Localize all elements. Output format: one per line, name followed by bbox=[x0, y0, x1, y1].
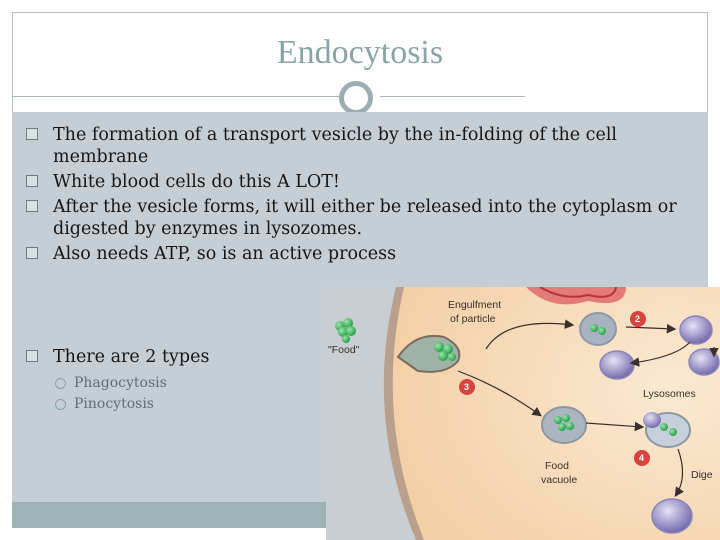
square-bullet-icon bbox=[26, 350, 38, 362]
lysosome-top bbox=[679, 315, 713, 345]
sub-bullet-item: Phagocytosis bbox=[52, 373, 167, 394]
slide-title: Endocytosis bbox=[276, 34, 444, 71]
label-food: "Food" bbox=[328, 344, 360, 356]
square-bullet-icon bbox=[26, 247, 38, 259]
label-of-particle: of particle bbox=[450, 313, 496, 325]
food-vacuole bbox=[541, 406, 587, 444]
bullet-text: White blood cells do this A LOT! bbox=[53, 172, 340, 192]
title-rule-right bbox=[380, 96, 525, 97]
endocytosis-illustration: Engulfment of particle "Food" 2 3 4 bbox=[326, 287, 720, 540]
bullet-text: The formation of a transport vesicle by … bbox=[53, 125, 618, 167]
sub-bullet-text: Pinocytosis bbox=[74, 396, 154, 412]
types-sublist: Phagocytosis Pinocytosis bbox=[52, 373, 167, 415]
step-badge-2: 2 bbox=[630, 311, 646, 327]
vesicle-top bbox=[579, 312, 617, 346]
engulfing-pocket bbox=[396, 335, 461, 373]
label-food-vacuole-2: vacuole bbox=[541, 474, 577, 486]
types-list: There are 2 types bbox=[26, 346, 326, 368]
bullet-text: After the vesicle forms, it will either … bbox=[53, 197, 677, 239]
bullet-item: There are 2 types bbox=[26, 346, 326, 368]
svg-text:3: 3 bbox=[464, 382, 469, 392]
svg-text:4: 4 bbox=[639, 453, 644, 463]
label-food-vacuole-1: Food bbox=[545, 460, 569, 472]
fusing-vesicle bbox=[643, 412, 691, 448]
endocytosis-figure: Engulfment of particle "Food" 2 3 4 bbox=[326, 287, 720, 540]
bullet-list: The formation of a transport vesicle by … bbox=[26, 124, 691, 268]
engulfed-particle bbox=[434, 342, 456, 361]
process-arrows bbox=[457, 319, 719, 497]
golgi-detail bbox=[539, 287, 617, 298]
title-circle-ornament bbox=[339, 81, 373, 115]
types-heading: There are 2 types bbox=[53, 347, 210, 367]
lysosome-middle bbox=[599, 350, 635, 380]
bullet-text: Also needs ATP, so is an active process bbox=[53, 244, 397, 264]
step-badge-4: 4 bbox=[634, 450, 650, 466]
title-rule-left bbox=[12, 96, 342, 97]
bullet-item: White blood cells do this A LOT! bbox=[26, 171, 691, 193]
ring-bullet-icon bbox=[55, 378, 66, 389]
bullet-item: Also needs ATP, so is an active process bbox=[26, 243, 691, 265]
bottom-accent-bar bbox=[12, 502, 327, 528]
digesting-vacuole bbox=[651, 498, 693, 534]
sub-bullet-text: Phagocytosis bbox=[74, 375, 167, 391]
bullet-item: After the vesicle forms, it will either … bbox=[26, 196, 691, 240]
label-engulfment: Engulfment bbox=[448, 299, 501, 311]
square-bullet-icon bbox=[26, 128, 38, 140]
food-particle bbox=[335, 318, 356, 343]
ring-bullet-icon bbox=[55, 399, 66, 410]
square-bullet-icon bbox=[26, 175, 38, 187]
step-badge-3: 3 bbox=[459, 379, 475, 395]
bullet-item: The formation of a transport vesicle by … bbox=[26, 124, 691, 168]
label-digestion: Dige bbox=[691, 469, 713, 481]
label-lysosomes: Lysosomes bbox=[643, 388, 696, 400]
svg-text:2: 2 bbox=[635, 314, 640, 324]
square-bullet-icon bbox=[26, 200, 38, 212]
sub-bullet-item: Pinocytosis bbox=[52, 394, 167, 415]
